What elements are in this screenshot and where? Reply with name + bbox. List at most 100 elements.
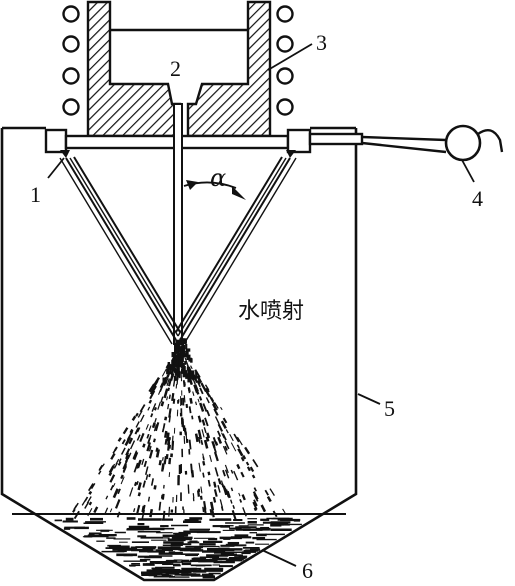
spray-droplet [239, 498, 243, 503]
crucible-wall-left [86, 0, 182, 138]
spray-droplet [197, 415, 202, 423]
spray-droplet [205, 436, 210, 442]
spray-droplet [129, 440, 136, 450]
spray-droplet [120, 474, 124, 480]
spray-droplet [152, 438, 156, 443]
spray-droplet [192, 493, 195, 499]
spray-droplet [144, 466, 149, 475]
spray-droplet [200, 382, 208, 393]
spray-droplet [224, 440, 230, 450]
spray-droplet [117, 437, 122, 442]
spray-core-droplet [180, 362, 185, 369]
spray-droplet [162, 460, 166, 470]
spray-droplet [225, 489, 230, 498]
spray-droplet [151, 422, 156, 429]
spray-droplet [150, 413, 154, 418]
spray-droplet [184, 381, 186, 386]
spray-droplet [219, 499, 224, 508]
spray-droplet [153, 380, 159, 388]
spray-core-droplet [174, 368, 179, 376]
spray-droplet [159, 382, 164, 388]
spray-droplet [202, 472, 205, 478]
spray-droplet [72, 508, 76, 513]
spray-droplet [117, 461, 122, 466]
spray-droplet [241, 494, 246, 501]
spray-droplet [154, 422, 160, 432]
leader-4 [461, 159, 475, 183]
spray-droplet [113, 462, 118, 469]
spray-droplet [159, 382, 165, 393]
spray-droplet [198, 462, 201, 472]
spray-droplet [93, 506, 99, 514]
spray-droplet [209, 454, 213, 462]
leader-1 [47, 157, 65, 179]
spray-core-droplet [171, 352, 177, 358]
spray-droplet [212, 403, 218, 412]
high-pressure-pump [361, 124, 504, 162]
molten-metal-stream [173, 103, 183, 345]
nozzle-tip-right [286, 150, 296, 158]
spray-droplet [237, 448, 244, 457]
spray-droplet [145, 423, 149, 430]
spray-droplet [122, 460, 128, 470]
spray-droplet [142, 508, 145, 512]
spray-droplet [139, 432, 145, 442]
spray-droplet [137, 410, 143, 418]
label-part-4: 4 [472, 186, 483, 211]
spray-core-droplet [166, 368, 170, 375]
label-water-spray: 水喷射 [238, 299, 304, 324]
spray-core-droplet [186, 366, 190, 371]
atomized-spray-cone [72, 338, 286, 521]
spray-core-droplet [180, 346, 185, 353]
spray-core-droplet [185, 353, 188, 358]
spray-droplet [222, 433, 227, 441]
spray-core-droplet [162, 377, 166, 384]
spray-droplet [212, 496, 217, 503]
spray-droplet [141, 458, 145, 465]
spray-droplet [160, 396, 164, 403]
spray-droplet [114, 446, 118, 452]
spray-droplet [217, 485, 221, 493]
spray-droplet [197, 429, 203, 440]
spray-droplet [188, 406, 192, 414]
spray-droplet [84, 496, 89, 502]
angle-arrow-left [186, 180, 198, 190]
spray-droplet [214, 402, 219, 409]
spray-droplet [168, 394, 171, 400]
spray-droplet [148, 473, 151, 478]
label-part-1: 1 [30, 182, 41, 207]
spray-droplet [225, 429, 229, 434]
spray-core-droplet [189, 373, 193, 377]
spray-droplet [198, 396, 203, 401]
spray-droplet [222, 445, 228, 455]
spray-droplet [240, 471, 245, 478]
spray-droplet [230, 442, 237, 452]
spray-droplet [232, 505, 236, 510]
leader-5 [357, 393, 381, 405]
spray-droplet [196, 490, 201, 497]
spray-core-droplet [181, 340, 184, 348]
spray-droplet [220, 506, 224, 511]
spray-droplet [125, 458, 128, 462]
spray-droplet [246, 466, 251, 472]
spray-core-droplet [176, 348, 182, 353]
spray-droplet [148, 425, 152, 432]
spray-droplet [137, 482, 142, 491]
spray-droplet [253, 493, 259, 502]
spray-droplet [108, 465, 115, 474]
spray-droplet [252, 459, 259, 468]
spray-droplet [217, 430, 222, 437]
spray-droplet [112, 488, 119, 499]
spray-droplet [253, 507, 258, 512]
nozzle-tip-left [60, 150, 70, 158]
spray-droplet [217, 436, 223, 444]
spray-droplet [253, 499, 258, 507]
spray-droplet [147, 434, 152, 444]
spray-droplet [120, 476, 125, 485]
induction-coil-right [276, 5, 294, 116]
spray-droplet [149, 385, 157, 395]
spray-droplet [164, 430, 168, 438]
label-part-2: 2 [170, 56, 181, 81]
spray-droplet [154, 418, 157, 423]
spray-core-droplet [195, 371, 198, 379]
